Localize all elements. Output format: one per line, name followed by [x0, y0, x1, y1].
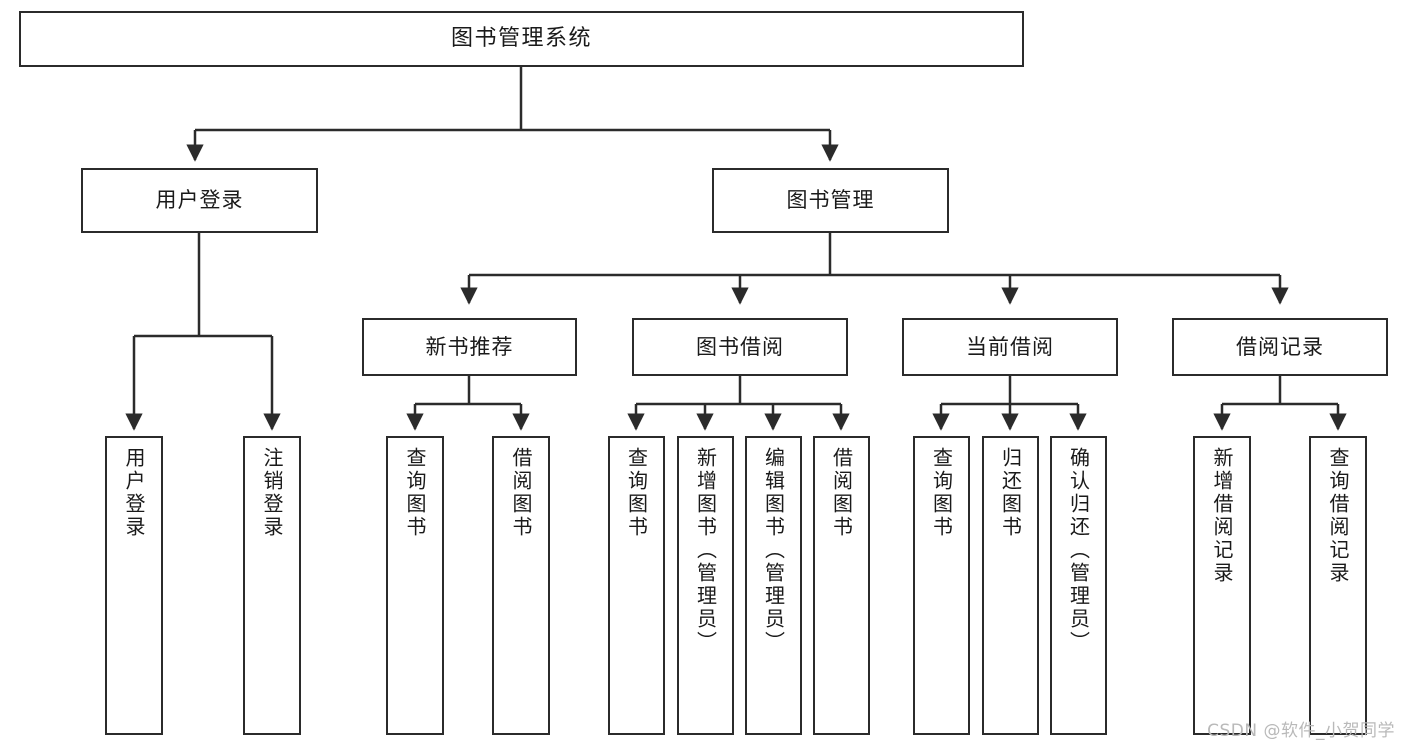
leaf-new-book-query[interactable]: 查询图书: [386, 436, 444, 735]
leaf-book-borrow-borrow[interactable]: 借阅图书: [813, 436, 870, 735]
leaf-borrow-record-add[interactable]: 新增借阅记录: [1193, 436, 1251, 735]
node-label: 借阅图书: [509, 447, 533, 539]
node-new-book-recommend[interactable]: 新书推荐: [362, 318, 577, 376]
node-label: 新增图书（管理员）: [693, 447, 718, 654]
node-label: 新书推荐: [425, 334, 514, 359]
node-label: 图书管理: [786, 188, 875, 213]
node-label: 查询图书: [403, 447, 427, 539]
leaf-book-borrow-query[interactable]: 查询图书: [608, 436, 665, 735]
leaf-book-borrow-add[interactable]: 新增图书（管理员）: [677, 436, 734, 735]
node-label: 编辑图书（管理员）: [761, 447, 786, 654]
leaf-book-borrow-edit[interactable]: 编辑图书（管理员）: [745, 436, 802, 735]
node-label: 新增借阅记录: [1210, 447, 1234, 585]
node-label: 用户登录: [155, 188, 244, 213]
node-label: 图书借阅: [696, 334, 784, 359]
node-borrow-record[interactable]: 借阅记录: [1172, 318, 1388, 376]
node-label: 确认归还（管理员）: [1066, 447, 1091, 654]
node-label: 查询图书: [929, 447, 954, 539]
node-label: 借阅图书: [829, 447, 854, 539]
node-label: 图书管理系统: [450, 26, 592, 52]
watermark-text: CSDN @软件_小贺同学: [1207, 721, 1395, 741]
leaf-current-borrow-return[interactable]: 归还图书: [982, 436, 1039, 735]
node-book-borrow[interactable]: 图书借阅: [632, 318, 848, 376]
node-label: 用户登录: [122, 447, 146, 539]
leaf-user-login-logout[interactable]: 注销登录: [243, 436, 301, 735]
node-label: 注销登录: [260, 447, 284, 539]
leaf-new-book-borrow[interactable]: 借阅图书: [492, 436, 550, 735]
node-label: 归还图书: [998, 447, 1023, 539]
node-label: 查询图书: [624, 447, 649, 539]
node-root-system[interactable]: 图书管理系统: [19, 11, 1024, 67]
node-current-borrow[interactable]: 当前借阅: [902, 318, 1118, 376]
node-user-login[interactable]: 用户登录: [81, 168, 318, 233]
node-book-management[interactable]: 图书管理: [712, 168, 949, 233]
node-label: 借阅记录: [1236, 334, 1324, 359]
node-label: 查询借阅记录: [1326, 447, 1350, 585]
leaf-current-borrow-confirm-return[interactable]: 确认归还（管理员）: [1050, 436, 1107, 735]
leaf-current-borrow-query[interactable]: 查询图书: [913, 436, 970, 735]
leaf-user-login-login[interactable]: 用户登录: [105, 436, 163, 735]
leaf-borrow-record-query[interactable]: 查询借阅记录: [1309, 436, 1367, 735]
node-label: 当前借阅: [966, 334, 1054, 359]
